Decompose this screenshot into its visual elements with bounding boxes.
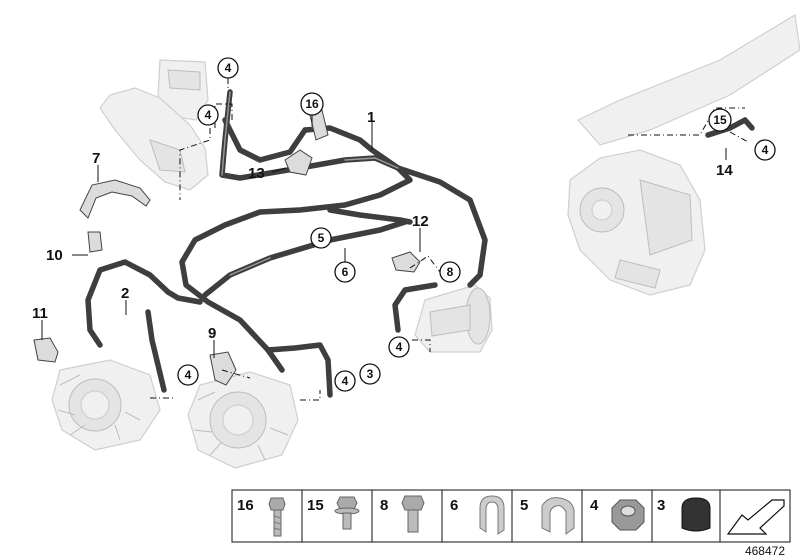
flange-bolt-icon bbox=[334, 496, 360, 530]
strip-cell-4: 4 bbox=[590, 497, 645, 531]
bracket-12 bbox=[391, 251, 421, 273]
bracket-9 bbox=[209, 351, 237, 386]
svg-text:3: 3 bbox=[367, 367, 374, 381]
svg-text:8: 8 bbox=[447, 265, 454, 279]
document-number: 468472 bbox=[745, 544, 785, 558]
label-14: 14 bbox=[716, 162, 733, 179]
callout-5: 5 bbox=[310, 227, 332, 249]
strip-cell-6: 6 bbox=[450, 495, 505, 535]
svg-text:6: 6 bbox=[450, 497, 458, 514]
svg-text:15: 15 bbox=[713, 113, 727, 127]
callout-15: 15 bbox=[708, 108, 732, 132]
arrow-icon bbox=[726, 499, 785, 535]
svg-text:4: 4 bbox=[590, 497, 599, 514]
callout-4-upper-alternator: 4 bbox=[334, 370, 356, 392]
label-7: 7 bbox=[92, 150, 100, 167]
svg-text:4: 4 bbox=[225, 61, 232, 75]
transfer-case-ghost bbox=[567, 14, 800, 296]
parts-strip: 16 15 8 6 bbox=[231, 489, 791, 543]
svg-text:8: 8 bbox=[380, 497, 388, 514]
label-12: 12 bbox=[412, 213, 429, 230]
bracket-13 bbox=[284, 149, 313, 176]
callout-4-lower-alternator: 4 bbox=[177, 364, 199, 386]
callout-4-cover: 4 bbox=[197, 104, 219, 126]
svg-text:16: 16 bbox=[237, 497, 254, 514]
bracket-7 bbox=[79, 179, 151, 219]
hex-bolt-icon bbox=[401, 495, 425, 533]
callout-4-starter: 4 bbox=[388, 336, 410, 358]
battery-cover-ghost bbox=[99, 59, 209, 191]
callout-8: 8 bbox=[439, 261, 461, 283]
circled-callouts: 4 4 16 5 6 8 4 4 bbox=[177, 57, 776, 392]
label-1: 1 bbox=[367, 109, 375, 126]
callout-3: 3 bbox=[359, 363, 381, 385]
svg-text:3: 3 bbox=[657, 497, 665, 514]
callout-6: 6 bbox=[334, 261, 356, 283]
label-13: 13 bbox=[248, 165, 265, 182]
strip-cell-5: 5 bbox=[520, 497, 575, 535]
strip-cell-3: 3 bbox=[657, 497, 711, 532]
strip-cell-15: 15 bbox=[307, 496, 360, 530]
long-bolt-icon bbox=[268, 497, 286, 537]
svg-text:16: 16 bbox=[305, 97, 319, 111]
svg-text:4: 4 bbox=[185, 368, 192, 382]
label-11: 11 bbox=[32, 305, 48, 322]
lower-alternator-ghost bbox=[51, 359, 161, 451]
hex-nut-icon bbox=[611, 499, 645, 531]
bracket-10 bbox=[87, 231, 103, 253]
svg-text:4: 4 bbox=[762, 143, 769, 157]
strip-cell-8: 8 bbox=[380, 495, 425, 533]
protective-cap-icon bbox=[681, 497, 711, 532]
upper-alternator-ghost bbox=[187, 371, 299, 469]
callout-4-transfer-case: 4 bbox=[754, 139, 776, 161]
callout-4-top: 4 bbox=[217, 57, 239, 79]
cable-clip-icon bbox=[479, 495, 505, 535]
svg-text:4: 4 bbox=[205, 108, 212, 122]
svg-text:5: 5 bbox=[318, 231, 325, 245]
svg-text:5: 5 bbox=[520, 497, 528, 514]
label-2: 2 bbox=[121, 285, 129, 302]
strip-cell-16: 16 bbox=[237, 497, 286, 537]
part-labels: 1 7 13 12 10 2 11 9 14 bbox=[32, 109, 733, 342]
svg-text:4: 4 bbox=[396, 340, 403, 354]
svg-text:15: 15 bbox=[307, 497, 324, 514]
strip-cell-arrow bbox=[726, 499, 785, 535]
label-10: 10 bbox=[46, 247, 63, 264]
callout-16: 16 bbox=[300, 92, 324, 116]
starter-motor-ghost bbox=[414, 284, 493, 353]
svg-text:6: 6 bbox=[342, 265, 349, 279]
cable-clamp-icon bbox=[541, 497, 575, 535]
svg-text:4: 4 bbox=[342, 374, 349, 388]
label-9: 9 bbox=[208, 325, 216, 342]
bracket-11 bbox=[33, 337, 59, 363]
